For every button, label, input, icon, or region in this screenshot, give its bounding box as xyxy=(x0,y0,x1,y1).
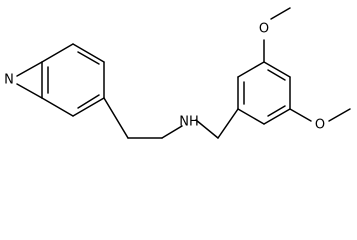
bond xyxy=(237,108,265,125)
bond xyxy=(328,108,351,122)
methoxy-oxygen-top-label: O xyxy=(259,22,269,37)
bond xyxy=(77,94,100,109)
amine-nh-label: NH xyxy=(179,115,199,130)
chemical-structure: N NH O O xyxy=(1,7,351,139)
bond xyxy=(270,7,291,20)
bond xyxy=(267,69,286,81)
bond xyxy=(263,61,291,78)
atom-label-methoxy-bottom: O xyxy=(315,118,325,133)
pyridine-ring xyxy=(41,43,105,117)
bond xyxy=(195,119,219,139)
bond xyxy=(77,51,100,65)
bond xyxy=(72,43,105,63)
bond xyxy=(72,97,105,117)
methoxy-top xyxy=(263,7,291,63)
atom-label-methoxy-top: O xyxy=(259,22,269,37)
methoxy-oxygen-bottom-label: O xyxy=(315,118,325,133)
bond xyxy=(267,105,286,117)
methoxy-bottom xyxy=(289,108,351,122)
bond xyxy=(41,43,74,63)
benzene-ring xyxy=(237,61,291,125)
bond xyxy=(41,97,74,117)
bond xyxy=(263,108,291,125)
methylene-amine-linker xyxy=(103,97,239,139)
bond xyxy=(161,125,183,139)
pyridine-nitrogen-label: N xyxy=(4,73,14,88)
atom-label-amine: NH xyxy=(179,115,199,130)
bond xyxy=(103,97,129,139)
bond xyxy=(16,83,43,99)
bond xyxy=(237,61,265,78)
bond xyxy=(217,108,239,139)
atom-label-pyridine-n: N xyxy=(1,71,17,89)
bond xyxy=(289,108,312,122)
bond xyxy=(16,61,43,77)
